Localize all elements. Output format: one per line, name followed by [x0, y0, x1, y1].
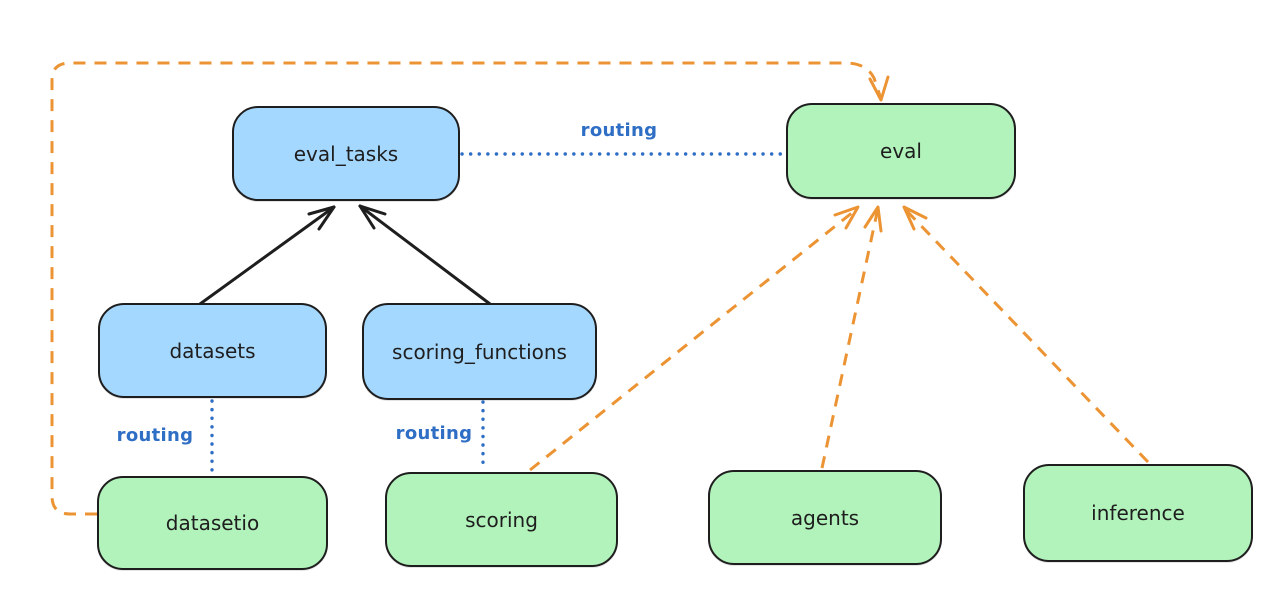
arrowhead-scoring-functions-to-eval-tasks [358, 204, 387, 230]
node-datasets: datasets [98, 303, 327, 398]
routing-label-scoring-functions-scoring: routing [395, 423, 473, 444]
node-datasets-label: datasets [169, 338, 256, 363]
node-inference: inference [1023, 464, 1253, 562]
edge-inference-to-eval [902, 206, 1150, 464]
node-scoring-label: scoring [465, 507, 538, 532]
node-eval-tasks-label: eval_tasks [293, 141, 399, 166]
routing-label-eval-tasks-eval: routing [580, 120, 658, 141]
edge-agents-to-eval [820, 207, 880, 469]
node-agents: agents [708, 470, 942, 565]
node-eval-tasks: eval_tasks [232, 106, 460, 201]
node-scoring: scoring [385, 472, 618, 567]
edge-datasetio-to-eval-loop [50, 61, 882, 516]
node-eval-label: eval [880, 139, 922, 163]
arrowhead-scoring-to-eval [833, 205, 860, 230]
node-scoring-functions-label: scoring_functions [392, 339, 567, 364]
node-agents-label: agents [790, 505, 860, 530]
arrowhead-datasets-to-eval-tasks [307, 205, 336, 231]
arrowhead-agents-to-eval [863, 205, 883, 233]
edge-scoring-functions-to-eval-tasks [358, 204, 492, 306]
arrowhead-inference-to-eval [902, 205, 928, 231]
routing-label-datasets-datasetio: routing [116, 425, 194, 446]
edge-datasets-to-eval-tasks [198, 205, 336, 306]
arrowhead-datasetio-to-eval-loop [868, 75, 890, 102]
node-datasetio: datasetio [97, 476, 328, 570]
node-scoring-functions: scoring_functions [362, 303, 597, 400]
node-eval: eval [786, 103, 1016, 199]
node-inference-label: inference [1091, 501, 1185, 525]
edge-scoring-to-eval [529, 206, 859, 472]
node-datasetio-label: datasetio [165, 511, 260, 535]
